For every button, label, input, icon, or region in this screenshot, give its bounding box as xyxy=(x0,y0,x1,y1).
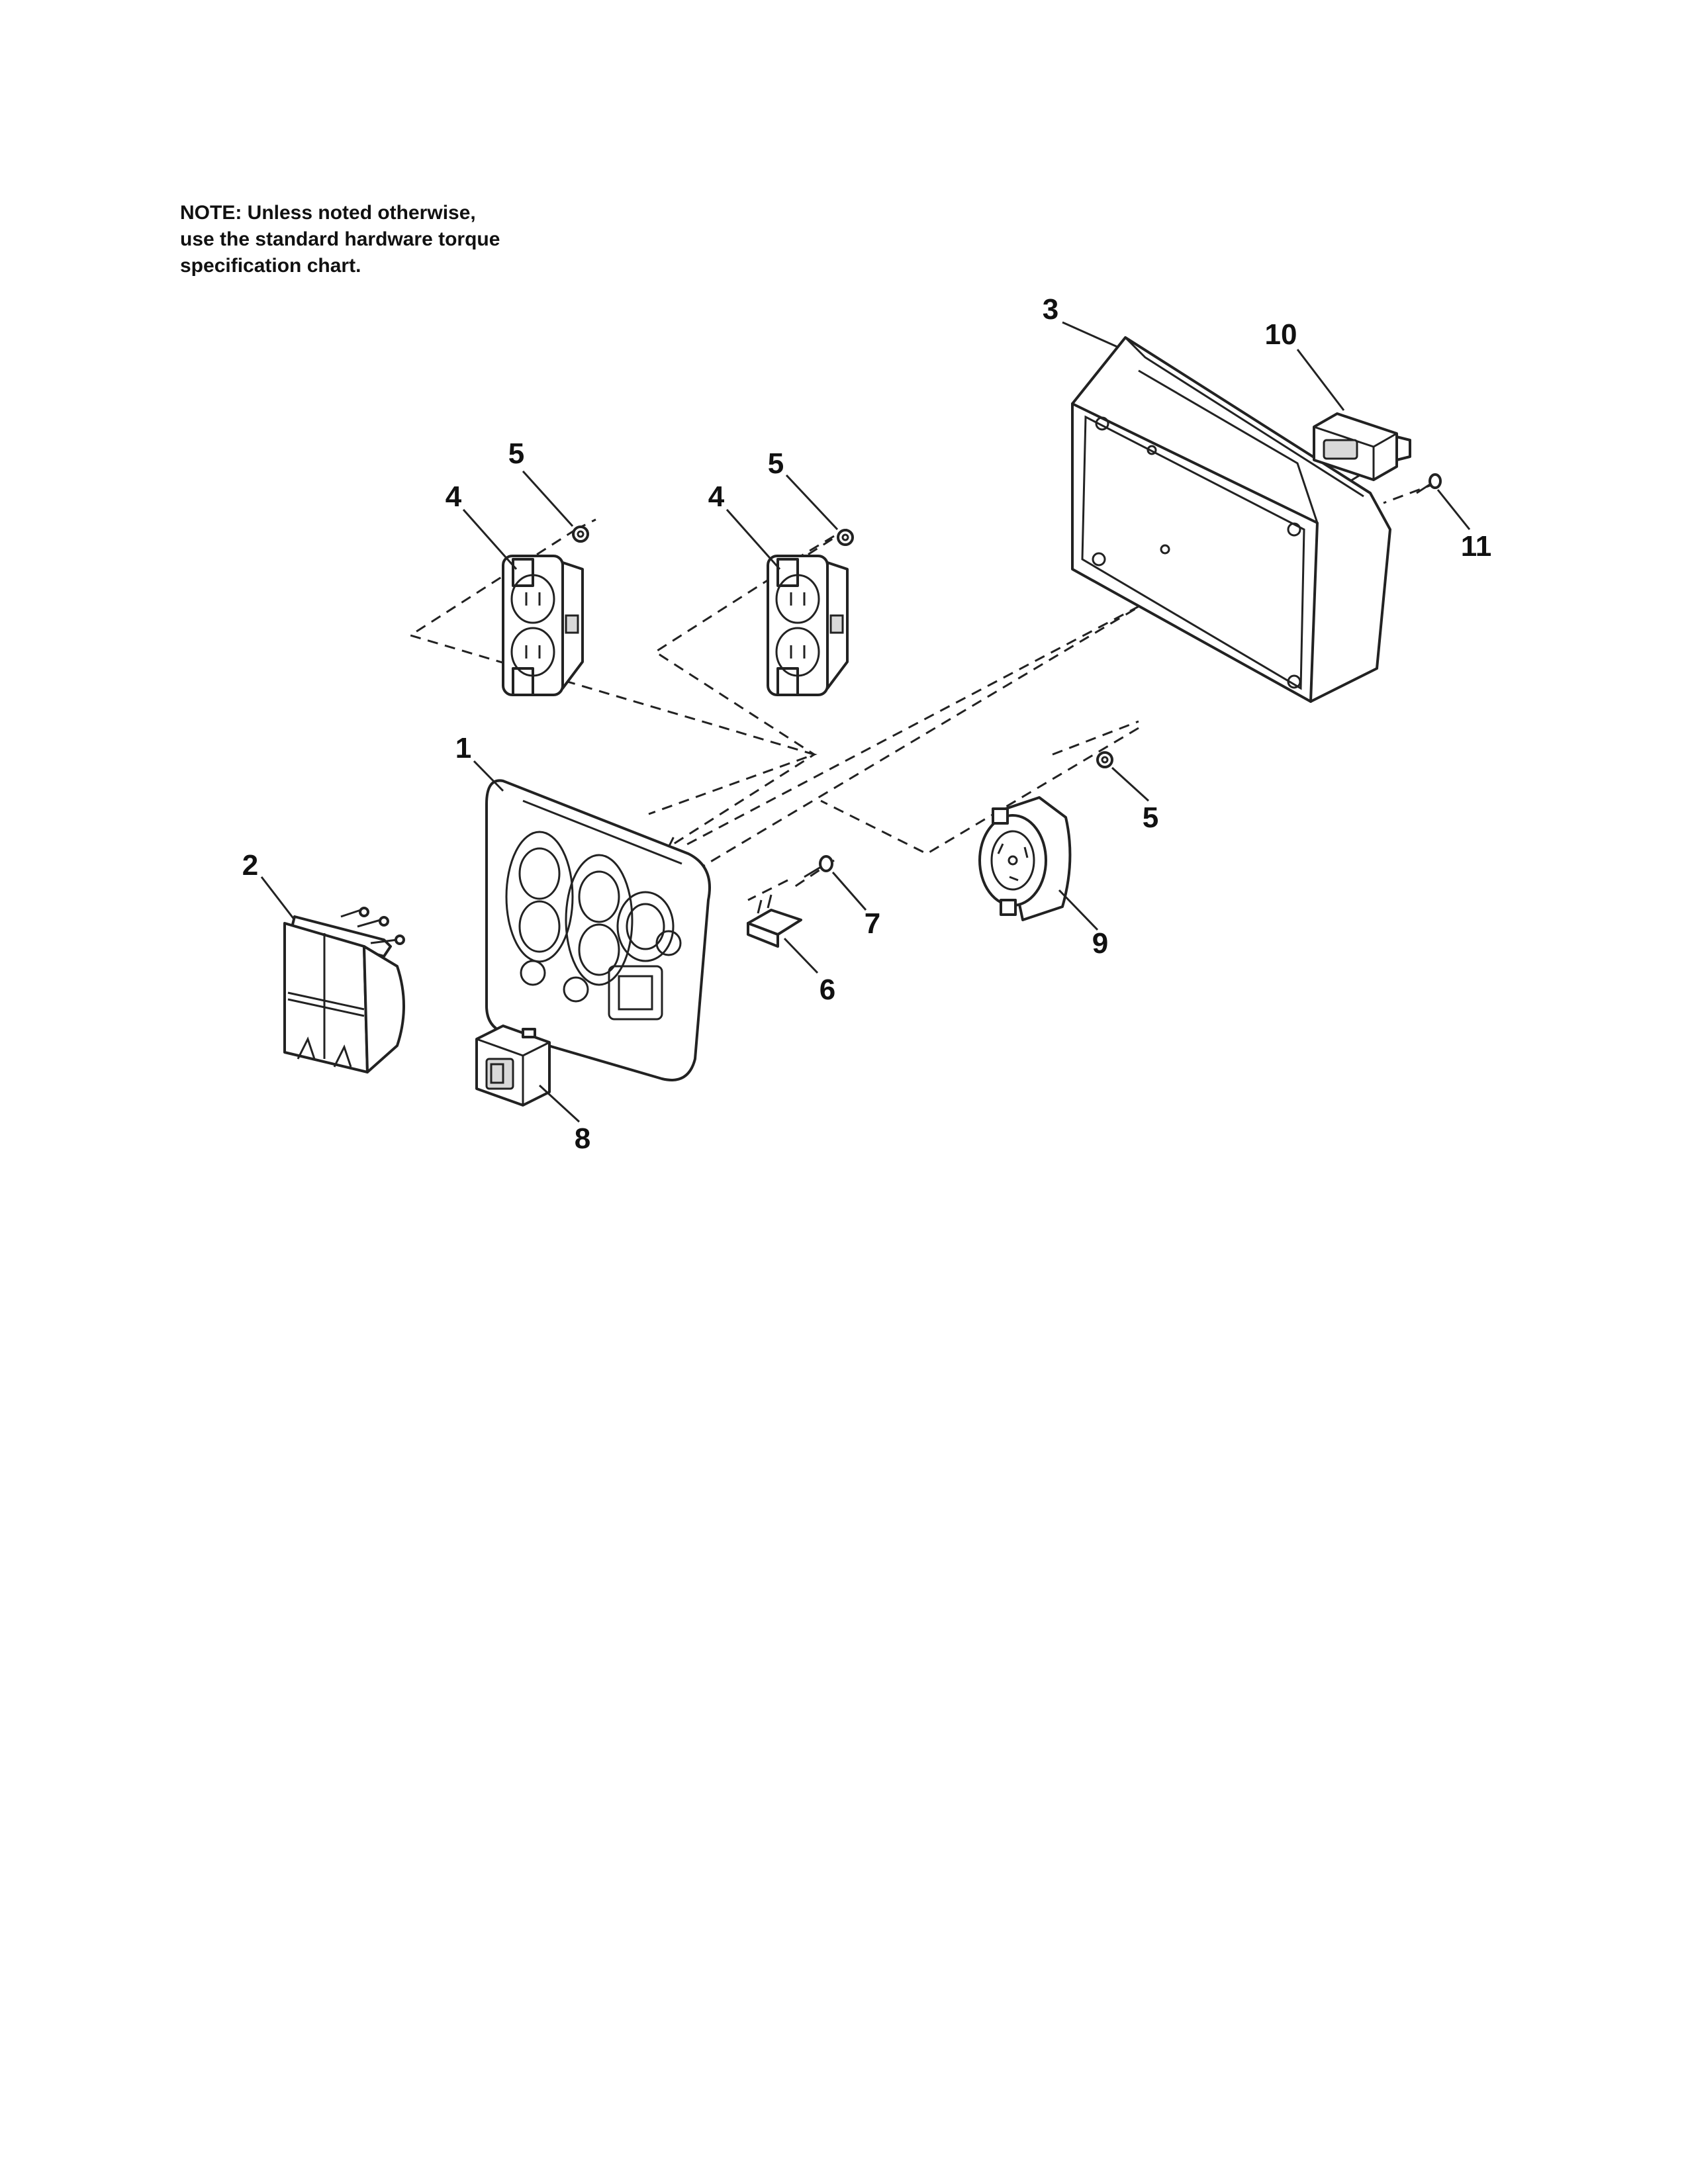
callout-2: 2 xyxy=(242,849,258,882)
nut-right xyxy=(837,529,854,546)
assembly-line-nut-right xyxy=(800,535,835,557)
torque-note: NOTE: Unless noted otherwise, use the st… xyxy=(180,200,590,279)
callout-9: 9 xyxy=(1092,927,1108,960)
duplex-receptacle-right xyxy=(767,555,849,696)
screw-7 xyxy=(804,855,833,878)
nut-left xyxy=(572,525,589,543)
callout-7: 7 xyxy=(865,907,880,940)
note-line-2: use the standard hardware torque xyxy=(180,228,500,250)
assembly-line-right-receptacle xyxy=(653,528,848,850)
callout-4-right: 4 xyxy=(708,480,725,513)
outlet-cover xyxy=(283,907,405,1073)
assembly-line-screw-7 xyxy=(747,879,788,901)
callout-11: 11 xyxy=(1461,530,1492,563)
duplex-receptacle-left xyxy=(502,555,584,696)
note-line-1: NOTE: Unless noted otherwise, xyxy=(180,202,476,224)
callout-5-right: 5 xyxy=(768,447,784,480)
assembly-line-twist-lock xyxy=(820,727,1139,855)
assembly-line-nut-lower xyxy=(1052,720,1139,756)
switch-10 xyxy=(1313,412,1411,481)
callout-labels: 1 2 3 4 4 5 5 5 6 7 8 9 10 11 xyxy=(242,293,1492,1155)
callout-10: 10 xyxy=(1265,318,1297,351)
callout-3: 3 xyxy=(1043,293,1058,326)
callout-1: 1 xyxy=(455,732,471,764)
faceplate xyxy=(485,779,711,1081)
control-box-housing xyxy=(1071,336,1391,703)
callout-6: 6 xyxy=(820,974,835,1006)
leader-lines xyxy=(260,321,1471,1123)
screw-11 xyxy=(1416,473,1442,494)
twist-lock-receptacle xyxy=(978,796,1072,921)
assembly-line-left-receptacle xyxy=(408,528,818,815)
switch-8 xyxy=(475,1024,551,1107)
callout-4-left: 4 xyxy=(445,480,462,513)
callout-5-left: 5 xyxy=(508,437,524,470)
callout-8: 8 xyxy=(575,1122,590,1155)
callout-5-lower: 5 xyxy=(1143,801,1158,834)
connector-6 xyxy=(747,894,802,948)
note-line-3: specification chart. xyxy=(180,255,361,277)
nut-lower xyxy=(1096,751,1113,768)
